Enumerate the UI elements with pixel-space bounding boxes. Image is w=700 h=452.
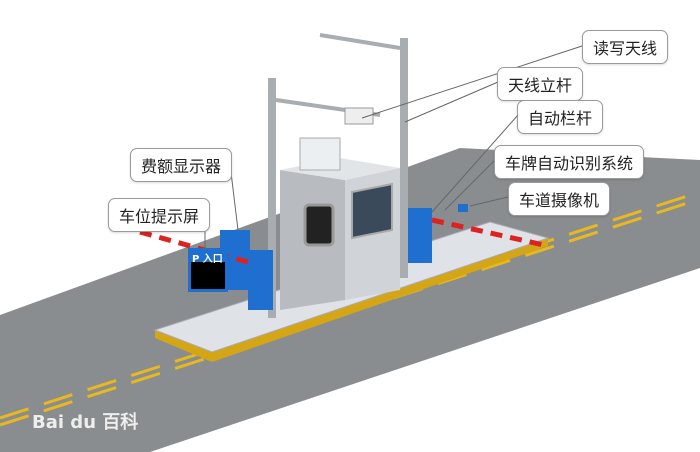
label-plate-recognition: 车牌自动识别系统 <box>494 145 645 179</box>
label-space-display: 车位提示屏 <box>108 198 211 232</box>
booth-window <box>303 203 335 247</box>
leader-lines <box>204 45 583 250</box>
island-hazard-edge <box>155 238 548 362</box>
label-lane-camera: 车道摄像机 <box>508 182 611 216</box>
space-display-black <box>191 262 225 289</box>
baidu-watermark: Bai du 百科 <box>32 412 139 433</box>
air-conditioner <box>299 137 341 171</box>
antenna-pole <box>268 78 276 318</box>
label-antenna-pole: 天线立杆 <box>497 67 584 101</box>
rw-antenna <box>344 107 374 125</box>
label-rw-antenna: 读写天线 <box>582 30 669 64</box>
antenna-pole <box>400 38 408 278</box>
barrier-gate <box>408 208 432 263</box>
booth-side-window <box>351 182 393 240</box>
lane-line <box>0 197 700 427</box>
label-fee-display: 费额显示器 <box>130 148 233 182</box>
ticket-machine <box>248 250 273 310</box>
label-auto-barrier: 自动栏杆 <box>517 100 604 134</box>
antenna-arm <box>319 33 401 50</box>
parking-entrance-sign: P 入口 <box>192 254 223 265</box>
lane-camera <box>458 204 468 212</box>
lane-line <box>0 190 700 420</box>
